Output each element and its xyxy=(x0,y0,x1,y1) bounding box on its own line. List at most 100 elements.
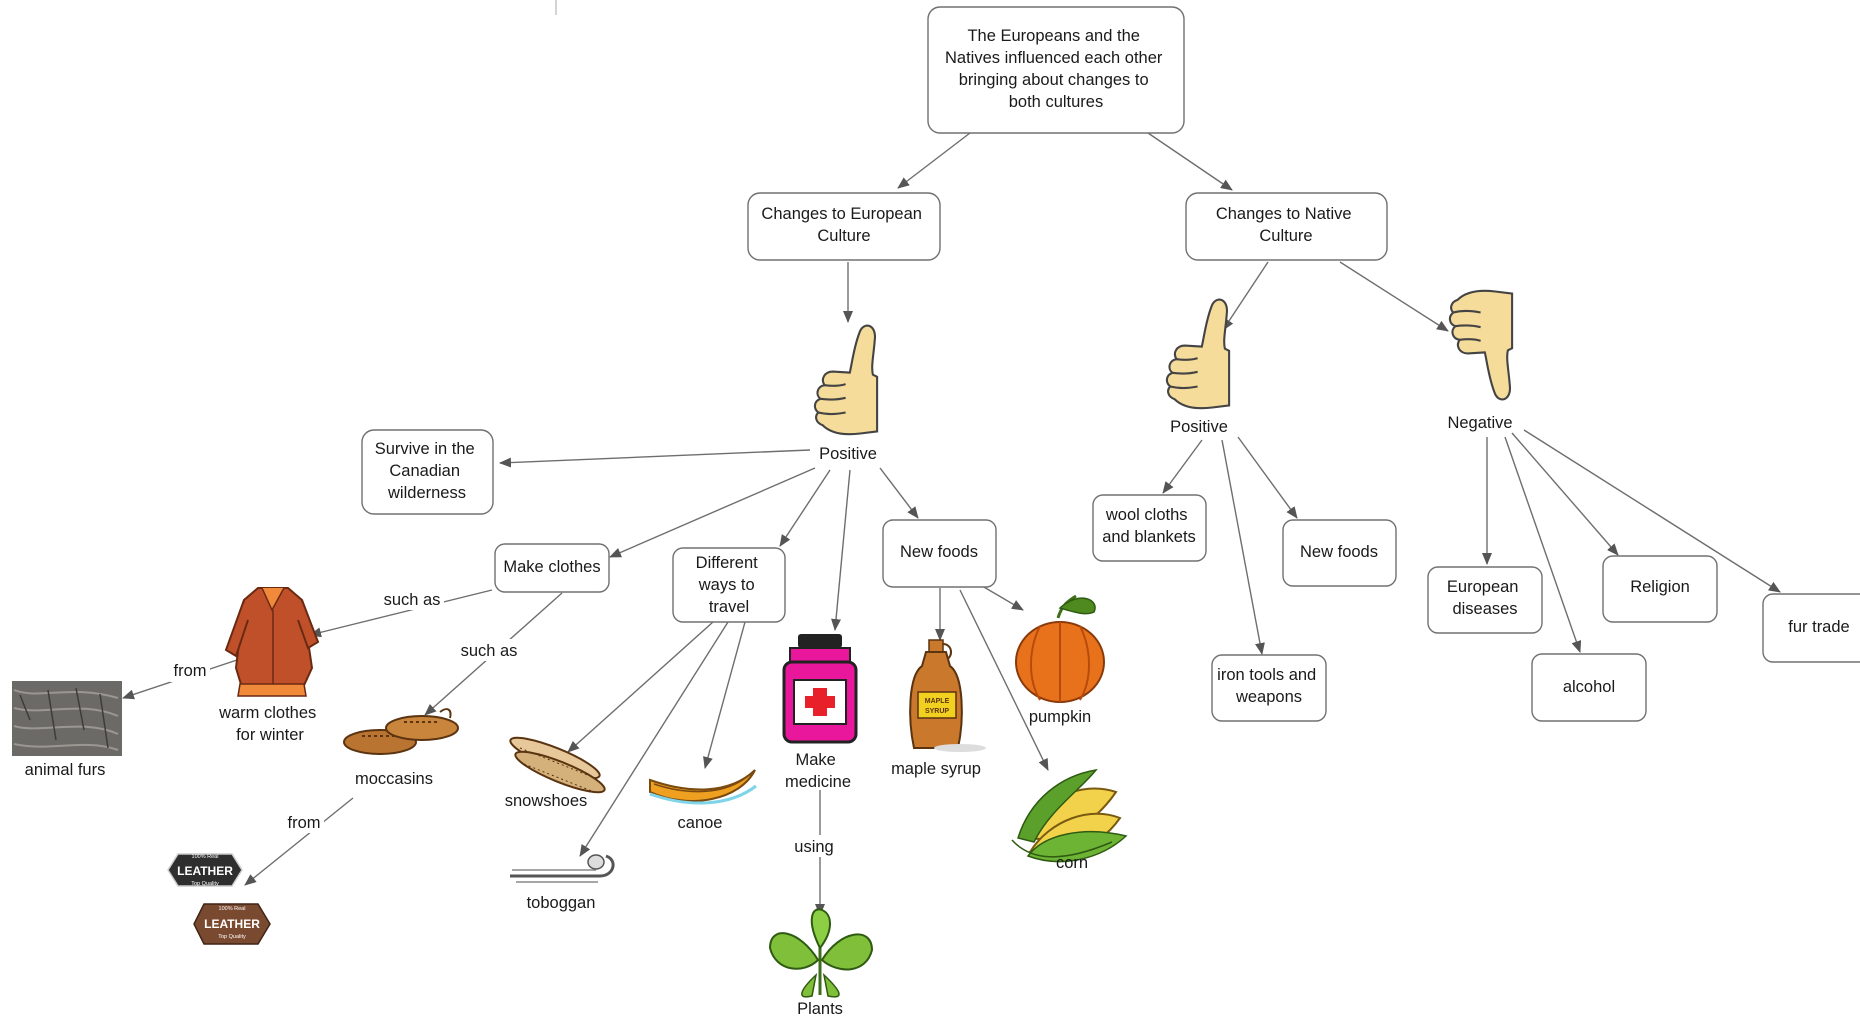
wool-line-1: wool cloths xyxy=(1105,506,1188,524)
thumbs-up-icon-european xyxy=(813,324,879,436)
plant-icon xyxy=(768,908,874,998)
different-ways-line-2: ways to xyxy=(698,576,755,594)
fur-trade-node[interactable]: fur trade xyxy=(1762,593,1860,663)
edge-positive-to-medicine xyxy=(831,469,851,631)
pumpkin-icon xyxy=(1015,594,1105,703)
svg-text:LEATHER: LEATHER xyxy=(204,917,260,931)
new-foods-na-label: New foods xyxy=(1300,543,1378,561)
coat-icon xyxy=(224,587,320,697)
thumbs-down-icon-native xyxy=(1448,289,1514,401)
warm-clothes-caption: warm clothes for winter xyxy=(218,704,321,744)
svg-text:Survive in the Canadia: Survive in the Canadian wilderness xyxy=(375,440,480,502)
european-diseases-line-1: European xyxy=(1447,578,1519,596)
root-line-4: both cultures xyxy=(1009,93,1103,111)
svg-text:LEATHER: LEATHER xyxy=(177,864,233,878)
european-diseases-line-2: diseases xyxy=(1452,600,1517,618)
make-clothes-label: Make clothes xyxy=(503,558,600,576)
svg-text:New foods: New foods xyxy=(1300,543,1378,561)
edge-positive-to-new-foods xyxy=(879,467,919,519)
pumpkin-caption: pumpkin xyxy=(1029,708,1091,726)
survive-node[interactable]: Survive in the Canadian wilderness xyxy=(361,429,494,515)
using-bg xyxy=(790,835,838,857)
such-as-label-2: such as xyxy=(461,642,518,660)
corn-icon xyxy=(1011,768,1128,863)
iron-tools-node[interactable]: iron tools and weapons xyxy=(1211,654,1327,722)
religion-node[interactable]: Religion xyxy=(1602,555,1718,623)
leather-badge-icon-top: 100% Real LEATHER Top Quality xyxy=(167,853,243,887)
svg-text:Changes to European Cu: Changes to European Culture xyxy=(761,205,926,245)
edge-positive-na-to-iron xyxy=(1221,439,1265,655)
moccasins-caption: moccasins xyxy=(355,770,433,788)
svg-text:Religion: Religion xyxy=(1630,578,1690,596)
different-ways-line-1: Different xyxy=(696,554,758,572)
corn-caption: corn xyxy=(1056,854,1088,872)
survive-line-3: wilderness xyxy=(387,484,466,502)
svg-text:The Europeans and the: The Europeans and the Natives influenced… xyxy=(945,27,1167,111)
edge-positive-to-different-ways xyxy=(779,469,831,547)
survive-line-2: Canadian xyxy=(389,462,460,480)
wool-line-2: and blankets xyxy=(1102,528,1196,546)
different-ways-line-3: travel xyxy=(709,598,749,616)
svg-text:iron tools and weapons: iron tools and weapons xyxy=(1217,666,1321,706)
different-ways-node[interactable]: Different ways to travel xyxy=(672,547,786,623)
fur-trade-label: fur trade xyxy=(1788,618,1849,636)
alcohol-label: alcohol xyxy=(1563,678,1615,696)
svg-text:100% Real: 100% Real xyxy=(219,906,246,912)
from-bg-2 xyxy=(284,811,324,833)
changes-european-line-2: Culture xyxy=(817,227,870,245)
such-as-label-1: such as xyxy=(384,591,441,609)
iron-tools-line-1: iron tools and xyxy=(1217,666,1316,684)
svg-text:Top Quality: Top Quality xyxy=(218,934,246,940)
edge-native-to-positive xyxy=(1222,261,1269,331)
edge-native-to-negative xyxy=(1339,261,1449,332)
edge-positive-to-make-clothes xyxy=(609,467,816,558)
svg-text:Different ways to: Different ways to travel xyxy=(696,554,763,616)
thumbs-up-icon-native xyxy=(1165,298,1231,410)
svg-text:100% Real: 100% Real xyxy=(192,854,219,860)
edge-clothes-to-coat xyxy=(309,589,493,638)
edge-positive-to-survive xyxy=(499,449,811,468)
changes-native-line-2: Culture xyxy=(1259,227,1312,245)
animal-furs-image xyxy=(12,681,122,756)
edge-foods-to-corn xyxy=(959,589,1049,771)
edge-negative-to-fur-trade xyxy=(1523,429,1781,593)
survive-line-1: Survive in the xyxy=(375,440,475,458)
new-foods-eu-node[interactable]: New foods xyxy=(882,519,997,588)
svg-text:fur trade: fur trade xyxy=(1788,618,1849,636)
animal-furs-caption: animal furs xyxy=(25,761,106,779)
root-line-1: The Europeans and the xyxy=(967,27,1139,45)
medicine-bottle-icon xyxy=(782,634,858,744)
nodes: The Europeans and the Natives influenced… xyxy=(361,6,1860,722)
edge-negative-to-alcohol xyxy=(1504,436,1582,653)
medicine-caption: Make medicine xyxy=(785,751,851,791)
from-label-1: from xyxy=(174,662,207,680)
make-clothes-node[interactable]: Make clothes xyxy=(494,543,610,593)
svg-text:SYRUP: SYRUP xyxy=(925,708,949,715)
canoe-caption: canoe xyxy=(678,814,723,832)
new-foods-eu-label: New foods xyxy=(900,543,978,561)
plants-caption: Plants xyxy=(797,1000,843,1018)
iron-tools-line-2: weapons xyxy=(1235,688,1302,706)
edge-moccasins-to-leather xyxy=(244,797,354,886)
svg-text:alcohol: alcohol xyxy=(1563,678,1615,696)
maple-syrup-caption: maple syrup xyxy=(891,760,981,778)
new-foods-na-node[interactable]: New foods xyxy=(1282,519,1397,587)
svg-text:Make clothes: Make clothes xyxy=(503,558,600,576)
such-as-bg-1 xyxy=(380,588,444,610)
changes-native-node[interactable]: Changes to Native Culture xyxy=(1185,192,1388,261)
wool-node[interactable]: wool cloths and blankets xyxy=(1092,494,1207,562)
positive-label-native: Positive xyxy=(1170,418,1228,436)
root-line-2: Natives influenced each other xyxy=(945,49,1163,67)
snowshoes-caption: snowshoes xyxy=(505,792,588,810)
such-as-bg-2 xyxy=(457,639,521,661)
from-bg-1 xyxy=(170,660,210,682)
european-diseases-node[interactable]: European diseases xyxy=(1427,566,1543,634)
alcohol-node[interactable]: alcohol xyxy=(1531,653,1647,722)
root-line-3: bringing about changes to xyxy=(959,71,1149,89)
changes-european-node[interactable]: Changes to European Culture xyxy=(747,192,941,261)
religion-label: Religion xyxy=(1630,578,1690,596)
root-node[interactable]: The Europeans and the Natives influenced… xyxy=(927,6,1185,134)
negative-label-native: Negative xyxy=(1447,414,1512,432)
changes-european-line-1: Changes to European xyxy=(761,205,922,223)
toboggan-icon xyxy=(510,854,615,883)
